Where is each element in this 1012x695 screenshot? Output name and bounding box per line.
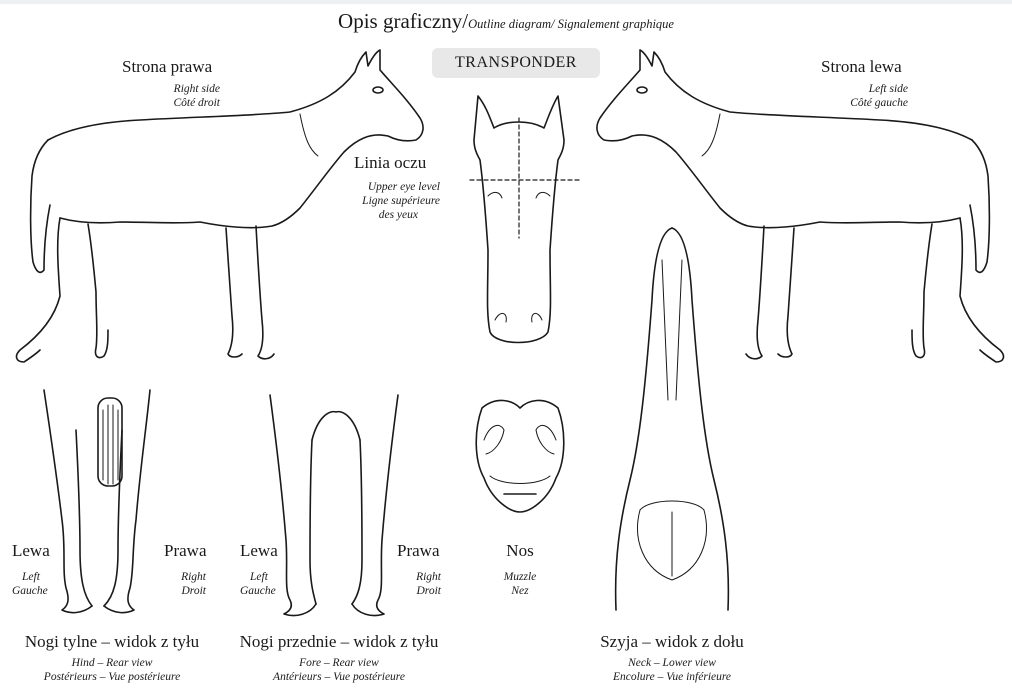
eye-line-label-fr1: Ligne supérieure <box>340 194 440 208</box>
hind-right-label: Prawa <box>164 541 206 561</box>
hind-left-label-fr: Gauche <box>12 584 48 598</box>
right-side-label-fr: Côté droit <box>122 96 220 110</box>
fore-left-label-fr: Gauche <box>240 584 276 598</box>
left-side-label-en: Left side <box>821 82 908 96</box>
hind-right-label-fr: Droit <box>164 584 206 598</box>
muzzle-label-en: Muzzle <box>480 570 560 584</box>
fore-right-label: Prawa <box>397 541 439 561</box>
neck-drawing <box>616 228 729 610</box>
neck-caption-en: Neck – Lower view <box>574 656 770 670</box>
fore-left-label: Lewa <box>240 541 278 561</box>
hind-legs-drawing <box>44 390 150 613</box>
hind-right-label-en: Right <box>164 570 206 584</box>
muzzle-label: Nos <box>480 541 560 561</box>
hind-legs-caption-fr: Postérieurs – Vue postérieure <box>4 670 220 684</box>
fore-left-label-en: Left <box>250 570 268 584</box>
muzzle-drawing <box>476 400 564 512</box>
fore-legs-caption-en: Fore – Rear view <box>226 656 452 670</box>
fore-right-label-fr: Droit <box>397 584 441 598</box>
neck-caption: Szyja – widok z dołu <box>574 632 770 652</box>
eye-line-label-fr2: des yeux <box>340 208 418 222</box>
right-side-label: Strona prawa <box>122 57 212 77</box>
hind-left-label-en: Left <box>22 570 40 584</box>
neck-caption-fr: Encolure – Vue inférieure <box>574 670 770 684</box>
right-side-label-en: Right side <box>122 82 220 96</box>
eye-line-label: Linia oczu <box>354 153 426 173</box>
fore-legs-drawing <box>270 395 398 616</box>
horse-left-side-drawing <box>597 50 1004 362</box>
muzzle-label-fr: Nez <box>480 584 560 598</box>
hind-legs-caption-en: Hind – Rear view <box>4 656 220 670</box>
head-front-drawing <box>470 96 580 343</box>
fore-legs-caption: Nogi przednie – widok z tyłu <box>226 632 452 652</box>
fore-legs-caption-fr: Antérieurs – Vue postérieure <box>226 670 452 684</box>
left-side-label-fr: Côté gauche <box>821 96 908 110</box>
left-side-label: Strona lewa <box>821 57 902 77</box>
hind-left-label: Lewa <box>12 541 50 561</box>
hind-legs-caption: Nogi tylne – widok z tyłu <box>4 632 220 652</box>
eye-line-label-en: Upper eye level <box>340 180 440 194</box>
fore-right-label-en: Right <box>397 570 441 584</box>
